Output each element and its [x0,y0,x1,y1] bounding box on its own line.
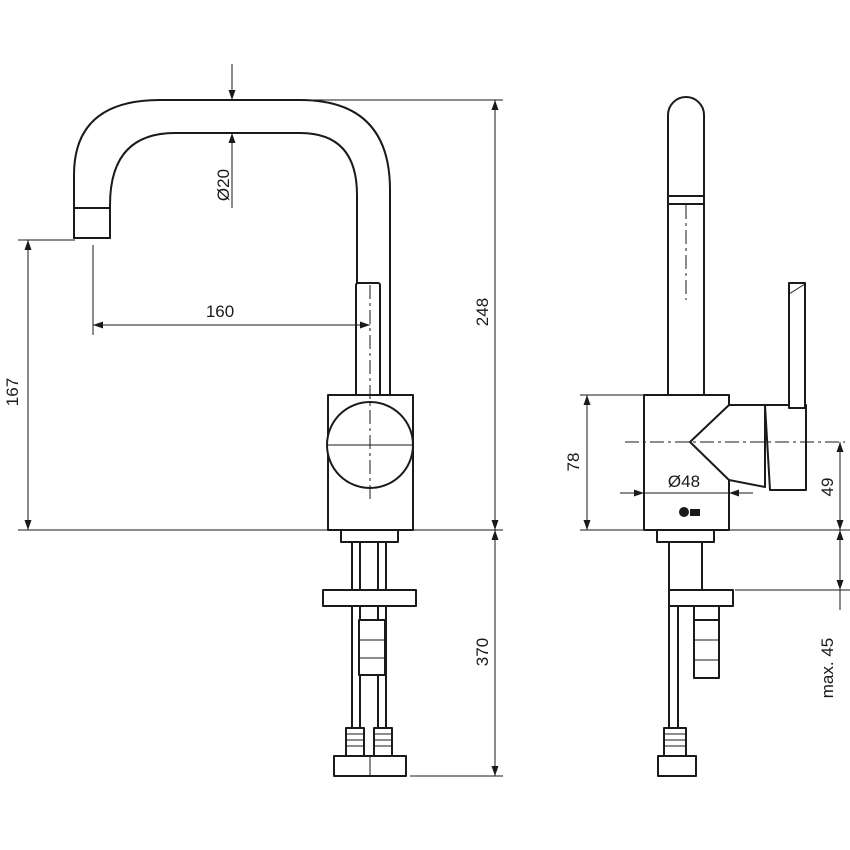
mounting-stud [340,529,399,543]
dim-max-counter-thickness: max. 45 [818,638,837,698]
spout-inner [109,132,358,286]
dimensions: Ø20 160 167 248 370 78 Ø48 49 max. 45 [3,64,850,777]
dim-spout-diameter: Ø20 [214,169,233,201]
mounting-plate [322,589,417,607]
dim-body-diameter: Ø48 [668,472,700,491]
lock-nut [358,619,386,676]
side-spout [667,96,705,396]
spout-outer [73,99,391,286]
side-mounting-plate [668,589,734,607]
front-view [73,99,417,777]
side-view [625,96,845,777]
dim-body-height: 78 [564,453,583,472]
lever [355,282,381,404]
dim-spout-reach: 160 [206,302,234,321]
dim-total-height: 248 [473,298,492,326]
side-lever [764,404,807,491]
dim-lever-center-height: 49 [818,478,837,497]
dim-spout-height: 167 [3,378,22,406]
logo-icon [679,507,700,517]
dim-under-counter-length: 370 [473,638,492,666]
